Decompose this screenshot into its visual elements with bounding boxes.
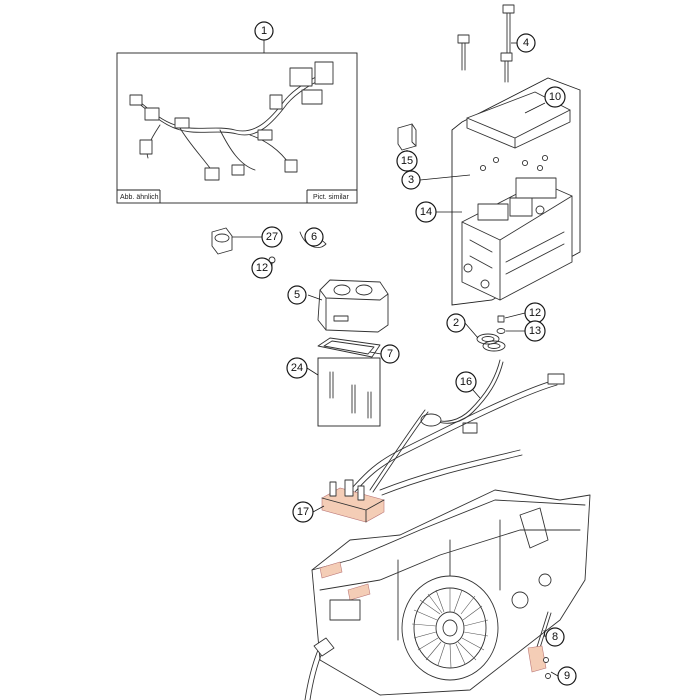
screw-9b: [545, 673, 551, 679]
callout-14: 14: [415, 201, 437, 223]
callouts: 1 4 10 15 3 14 27 6 12 5 2: [251, 21, 577, 686]
svg-text:15: 15: [401, 155, 413, 167]
callout-1: 1: [254, 21, 274, 41]
screw-9a: [543, 657, 549, 663]
washer-13: [496, 328, 506, 334]
relay-part: [397, 123, 417, 151]
callout-4: 4: [516, 33, 536, 53]
seals-2: [476, 333, 506, 352]
wiring-harness-group: Abb. ähnlich Pict. similar: [116, 52, 358, 204]
motor-housing: [311, 489, 591, 696]
sensor-8: [527, 611, 552, 679]
svg-text:3: 3: [408, 174, 414, 186]
controller-group: [451, 77, 581, 334]
callout-13: 13: [524, 320, 546, 342]
long-bolts: [457, 4, 515, 83]
svg-text:10: 10: [549, 91, 561, 103]
caption-harness-left: Abb. ähnlich: [120, 194, 159, 201]
cables: [349, 359, 565, 496]
svg-text:16: 16: [460, 376, 472, 388]
callout-7: 7: [380, 344, 400, 364]
terminal-block-17: [321, 479, 385, 523]
callout-16: 16: [455, 371, 477, 393]
callout-15: 15: [396, 150, 418, 172]
plug-27: [211, 227, 276, 264]
controller-unit: [461, 177, 573, 301]
wiring-harness: [129, 61, 334, 181]
svg-text:13: 13: [529, 325, 541, 337]
callout-12-left: 12: [251, 257, 273, 279]
svg-text:24: 24: [291, 362, 303, 374]
callout-5: 5: [287, 285, 307, 305]
controller-cover: [466, 91, 571, 149]
display-housing: [317, 279, 389, 333]
harness-frame: [116, 52, 358, 204]
svg-text:14: 14: [420, 206, 432, 218]
svg-text:4: 4: [523, 37, 529, 49]
svg-text:17: 17: [297, 506, 309, 518]
callout-24: 24: [286, 357, 308, 379]
svg-text:27: 27: [266, 231, 278, 243]
callout-10: 10: [544, 86, 566, 108]
callout-17: 17: [292, 501, 314, 523]
svg-text:6: 6: [311, 231, 317, 243]
callout-9: 9: [557, 666, 577, 686]
callout-8: 8: [545, 627, 565, 647]
caption-harness-right: Pict. similar: [313, 194, 349, 201]
callout-27: 27: [261, 226, 283, 248]
callout-3: 3: [401, 170, 421, 190]
svg-text:9: 9: [564, 670, 570, 682]
svg-text:7: 7: [387, 348, 393, 360]
bottom-cable: [304, 637, 335, 700]
screw-12: [497, 315, 505, 323]
cover-screws: [479, 154, 549, 172]
svg-text:8: 8: [552, 631, 558, 643]
svg-text:2: 2: [453, 317, 459, 329]
svg-text:12: 12: [529, 307, 541, 319]
svg-text:1: 1: [261, 25, 267, 37]
stator: [401, 575, 499, 681]
callout-6: 6: [304, 227, 324, 247]
svg-text:5: 5: [294, 289, 300, 301]
callout-12-right: 12: [524, 302, 546, 324]
callout-2: 2: [446, 313, 466, 333]
pins-kit-24: [317, 357, 381, 427]
gasket-7: [317, 337, 381, 358]
svg-text:12: 12: [256, 262, 268, 274]
